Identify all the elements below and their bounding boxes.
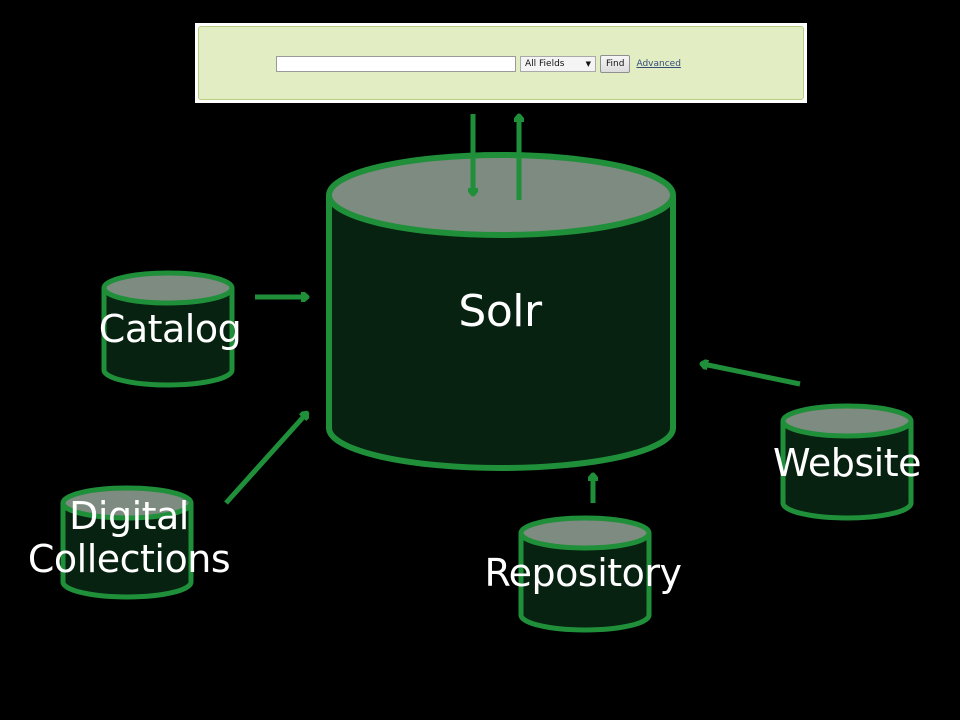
digital-collections-label-line2: Collections [27,536,231,581]
arrow-digital-collections-to-solr [224,414,306,505]
catalog-cylinder [101,270,235,388]
repository-label: Repository [484,551,682,595]
search-row: All Fields ▼ Find Advanced [276,55,681,73]
arrow-website-to-solr [703,364,801,387]
solr-label: Solr [458,286,542,337]
solr-cylinder [326,152,676,471]
advanced-search-link[interactable]: Advanced [636,59,681,69]
website-label: Website [773,441,921,485]
digital-collections-label: Digital Collections [14,495,244,580]
field-select[interactable]: All Fields ▼ [520,56,596,72]
chevron-down-icon: ▼ [585,60,591,68]
repository-cylinder [518,515,652,633]
search-form: All Fields ▼ Find Advanced [198,26,804,100]
digital-collections-cylinder [60,485,194,600]
search-input[interactable] [276,56,516,72]
website-cylinder [780,403,914,521]
catalog-label: Catalog [98,307,242,351]
field-select-value: All Fields [525,59,565,69]
digital-collections-label-line1: Digital [69,494,189,538]
search-panel: All Fields ▼ Find Advanced [195,23,807,103]
find-button[interactable]: Find [600,55,631,73]
